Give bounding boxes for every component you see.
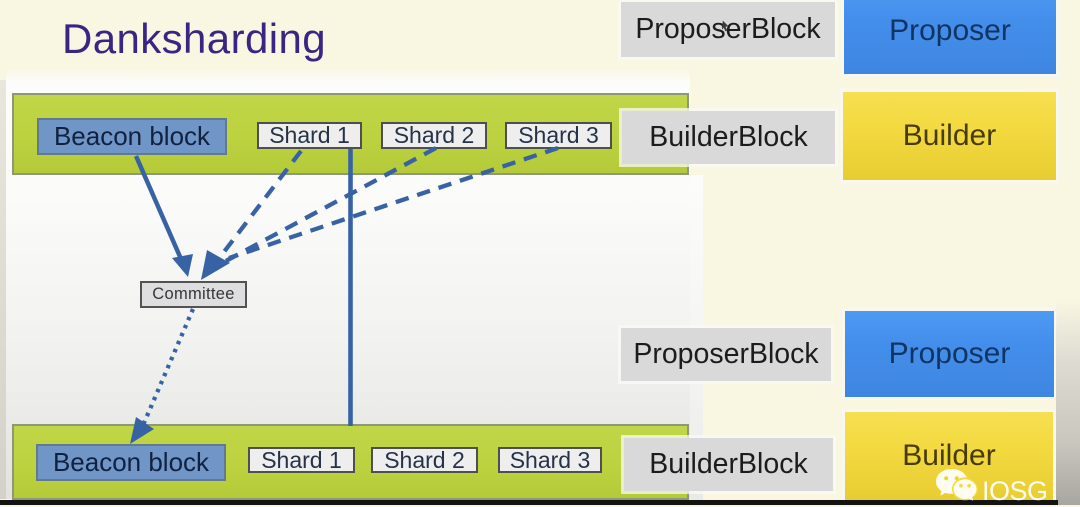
svg-text:IOSG: IOSG <box>982 476 1048 506</box>
